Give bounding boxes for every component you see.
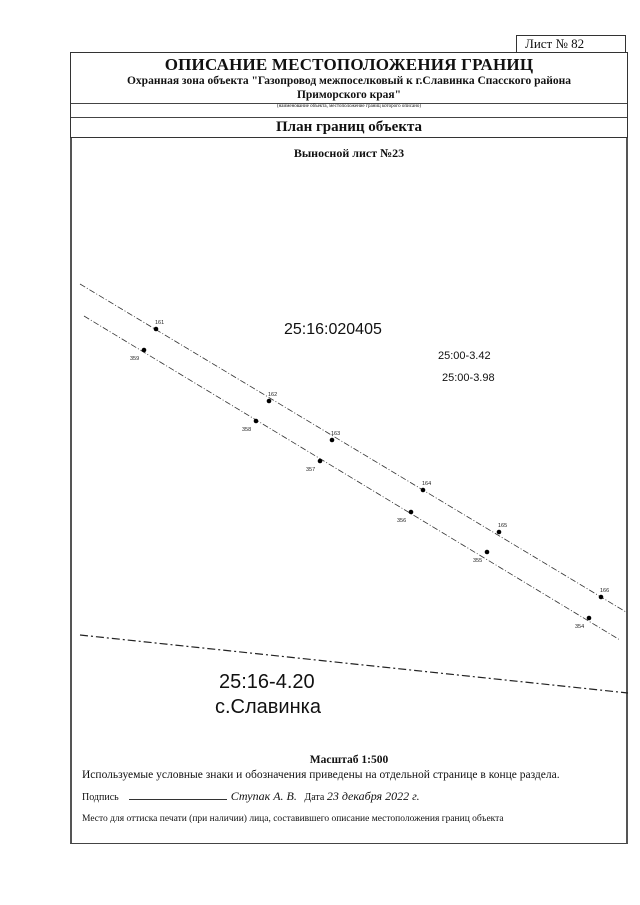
scale-label: Масштаб 1:500 <box>309 754 389 766</box>
boundary-point <box>253 418 259 424</box>
settlement-boundary-line <box>79 634 629 694</box>
document-title: ОПИСАНИЕ МЕСТОПОЛОЖЕНИЯ ГРАНИЦ <box>164 55 534 74</box>
signature-line <box>128 790 227 800</box>
boundary-point <box>329 437 335 443</box>
signer-name: Ступак А. В. <box>230 789 297 803</box>
signature-label: Подпись <box>82 792 119 803</box>
boundary-point-label: 359 <box>130 356 139 362</box>
boundary-point-label: 166 <box>600 588 609 594</box>
boundary-point-label: 354 <box>575 624 584 630</box>
divider <box>71 117 627 118</box>
boundary-point-label: 162 <box>268 392 277 398</box>
settlement-name-label: с.Славинка <box>215 696 322 718</box>
lower-boundary-points: 359 358 357 356 355 354 <box>130 347 592 630</box>
object-name-line2: Приморского края" <box>296 89 402 101</box>
lower-boundary-line <box>83 315 621 641</box>
boundary-point-label: 165 <box>498 523 507 529</box>
object-name-line1: Охранная зона объекта "Газопровод межпос… <box>126 75 572 87</box>
date-label: Дата <box>304 792 325 803</box>
remote-sheet-title: Выносной лист №23 <box>293 146 405 160</box>
boundary-point-label: 356 <box>397 518 406 524</box>
boundary-point <box>141 347 147 353</box>
stamp-note: Место для оттиска печати (при наличии) л… <box>82 814 504 824</box>
boundary-point <box>266 398 272 404</box>
boundary-point-label: 355 <box>473 558 482 564</box>
boundary-point <box>420 487 426 493</box>
signature-row: Подпись Ступак А. В. Дата 23 декабря 2022… <box>82 789 420 804</box>
plan-title: План границ объекта <box>275 119 423 135</box>
plan-body: Выносной лист №23 Масштаб 1:500 Использу… <box>70 138 628 844</box>
boundary-point-label: 357 <box>306 467 315 473</box>
boundary-point <box>586 615 592 621</box>
object-caption: (наименование объекта, местоположение гр… <box>276 104 422 109</box>
boundary-point <box>484 549 490 555</box>
boundary-point-label: 163 <box>331 431 340 437</box>
document-header: ОПИСАНИЕ МЕСТОПОЛОЖЕНИЯ ГРАНИЦ Охранная … <box>70 52 628 138</box>
zone-label-1: 25:00-3.42 <box>438 350 491 362</box>
boundary-point-label: 358 <box>242 427 251 433</box>
legend-note: Используемые условные знаки и обозначени… <box>82 769 560 781</box>
upper-boundary-line <box>79 283 627 613</box>
boundary-point-label: 164 <box>422 481 431 487</box>
boundary-point-label: 161 <box>155 320 164 326</box>
boundary-point <box>317 458 323 464</box>
boundary-point <box>408 509 414 515</box>
divider <box>71 103 627 104</box>
date-value: 23 декабря 2022 г. <box>326 789 420 803</box>
boundary-point <box>598 594 604 600</box>
upper-boundary-points: 161 162 163 164 165 166 <box>153 320 609 600</box>
boundary-point <box>496 529 502 535</box>
cadastral-block-label: 25:16:020405 <box>284 321 382 338</box>
zone-label-2: 25:00-3.98 <box>442 372 495 384</box>
boundary-point <box>153 326 159 332</box>
settlement-zone-label: 25:16-4.20 <box>219 671 315 693</box>
